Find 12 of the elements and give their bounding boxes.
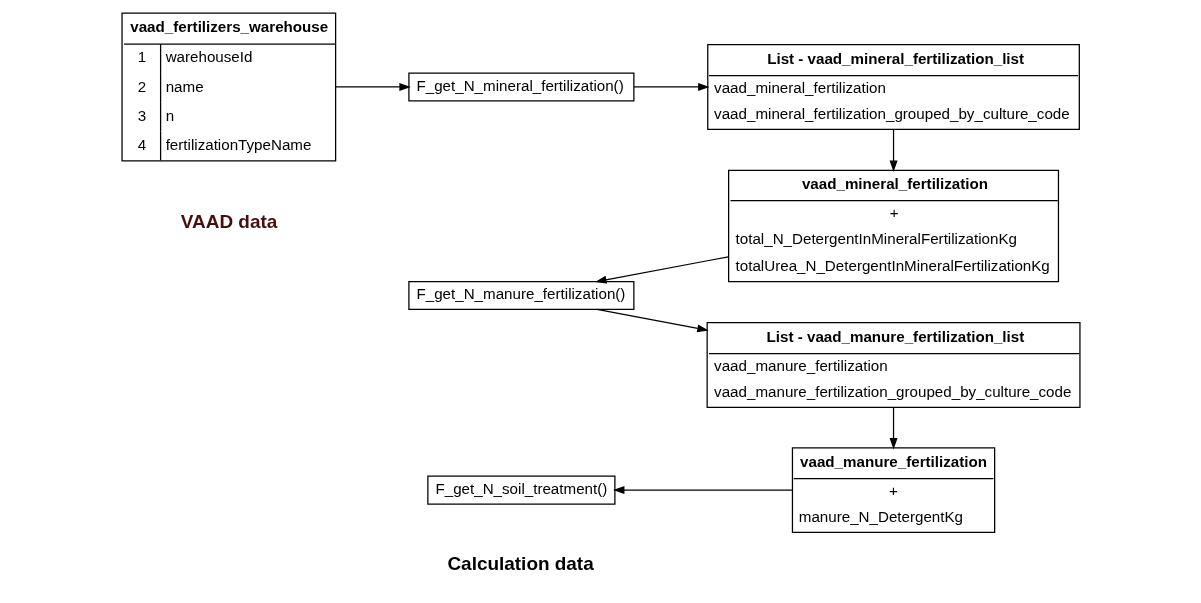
arrow — [889, 406, 898, 450]
node-box: F_get_N_manure_fertilization() — [407, 280, 634, 311]
arrow — [595, 308, 709, 333]
arrow — [334, 83, 411, 91]
node-box: F_get_N_soil_treatment() — [426, 475, 616, 505]
arrow — [612, 486, 793, 495]
arrow — [594, 256, 729, 284]
arrow — [632, 83, 709, 91]
label: VAAD data — [180, 210, 277, 232]
label: Calculation data — [446, 553, 594, 575]
arrow — [889, 128, 898, 172]
node-box: F_get_N_mineral_fertilization() — [407, 72, 634, 102]
